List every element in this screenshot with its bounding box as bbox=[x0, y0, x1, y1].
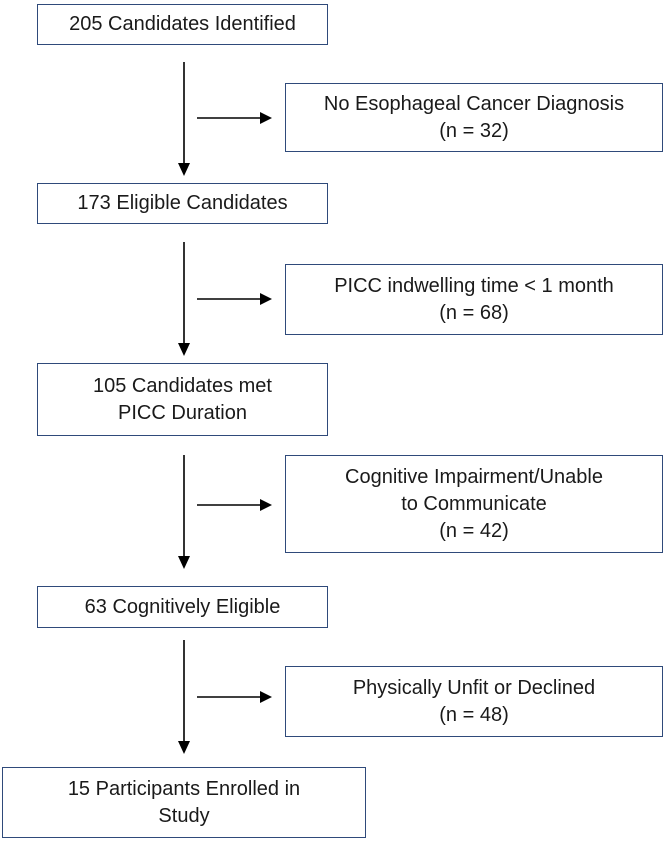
main-box-3-line-1: 105 Candidates met bbox=[92, 374, 272, 397]
exclusion-box-2-line-1: PICC indwelling time < 1 month bbox=[334, 274, 614, 297]
main-box-2-line-1: 173 Eligible Candidates bbox=[77, 192, 288, 214]
exclusion-box-1: No Esophageal Cancer Diagnosis (n = 32) bbox=[285, 83, 663, 152]
main-box-4-line-1: 63 Cognitively Eligible bbox=[84, 595, 281, 618]
main-box-3: 105 Candidates met PICC Duration bbox=[37, 363, 328, 436]
main-box-1-line-1: 205 Candidates Identified bbox=[69, 13, 296, 35]
side-arrow-3 bbox=[197, 499, 272, 511]
main-box-4: 63 Cognitively Eligible bbox=[37, 586, 328, 628]
main-box-3-line-2: PICC Duration bbox=[118, 401, 247, 424]
down-arrow-4 bbox=[178, 640, 190, 754]
down-arrow-2 bbox=[178, 242, 190, 356]
exclusion-box-2: PICC indwelling time < 1 month (n = 68) bbox=[285, 264, 663, 335]
main-box-5-line-1: 15 Participants Enrolled in bbox=[67, 777, 301, 800]
exclusion-box-3-line-1: Cognitive Impairment/Unable bbox=[345, 465, 603, 488]
side-arrow-2 bbox=[197, 293, 272, 305]
side-arrow-4 bbox=[197, 691, 272, 703]
down-arrow-1 bbox=[178, 62, 190, 176]
exclusion-box-3-line-3: (n = 42) bbox=[439, 519, 509, 542]
exclusion-box-4: Physically Unfit or Declined (n = 48) bbox=[285, 666, 663, 737]
exclusion-box-3-line-2: to Communicate bbox=[401, 492, 547, 515]
main-box-5-line-2: Study bbox=[158, 804, 210, 827]
exclusion-box-1-line-2: (n = 32) bbox=[439, 119, 509, 142]
main-box-5: 15 Participants Enrolled in Study bbox=[2, 767, 366, 838]
exclusion-box-1-line-1: No Esophageal Cancer Diagnosis bbox=[323, 92, 625, 115]
exclusion-box-2-line-2: (n = 68) bbox=[439, 301, 509, 324]
side-arrow-1 bbox=[197, 112, 272, 124]
main-box-1: 205 Candidates Identified bbox=[37, 4, 328, 45]
exclusion-box-4-line-1: Physically Unfit or Declined bbox=[352, 676, 596, 699]
down-arrow-3 bbox=[178, 455, 190, 569]
main-box-2: 173 Eligible Candidates bbox=[37, 183, 328, 224]
exclusion-box-4-line-2: (n = 48) bbox=[439, 703, 509, 726]
exclusion-box-3: Cognitive Impairment/Unable to Communica… bbox=[285, 455, 663, 553]
